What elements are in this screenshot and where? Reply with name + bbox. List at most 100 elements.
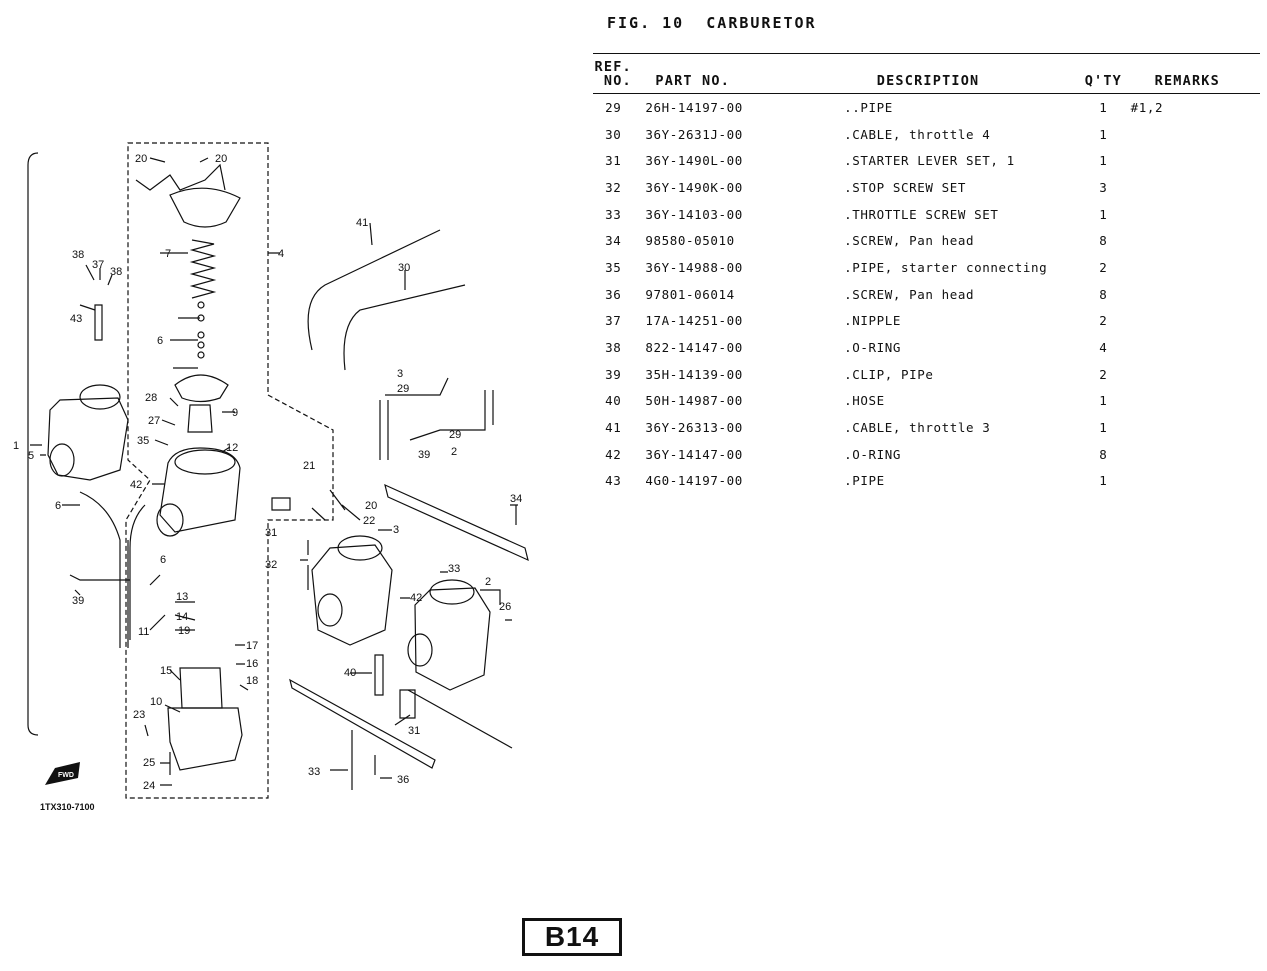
cell-ref-no: 42 xyxy=(605,446,622,462)
hose-29-left xyxy=(379,377,449,460)
cell-qty: 1 xyxy=(1099,99,1108,115)
rod xyxy=(407,689,513,749)
callout-14: 14 xyxy=(176,611,188,623)
pipe-43 xyxy=(94,304,103,341)
callout-5: 5 xyxy=(28,450,34,462)
hose-40 xyxy=(374,654,384,696)
callout-6c: 6 xyxy=(157,335,163,347)
col-ref-line2: NO. xyxy=(603,73,632,89)
cell-part-no: 17A-14251-00 xyxy=(645,313,743,329)
carb-body-left xyxy=(47,397,129,481)
col-ref-no: REF. NO. xyxy=(593,53,634,94)
callout-6a: 6 xyxy=(55,500,61,512)
callout-33a: 33 xyxy=(448,563,460,575)
callout-20a: 20 xyxy=(135,153,147,165)
group-box xyxy=(125,142,334,799)
cell-remarks xyxy=(1123,121,1260,148)
cell-description: .CABLE, throttle 4 xyxy=(844,126,991,142)
cell-qty: 2 xyxy=(1099,259,1108,275)
col-qty: Q'TY xyxy=(1084,53,1123,94)
cell-ref-no: 37 xyxy=(605,313,622,329)
cell-description: .PIPE xyxy=(844,473,885,489)
cell-remarks xyxy=(1123,281,1260,308)
callout-18: 18 xyxy=(246,675,258,687)
bracket-lower xyxy=(289,678,436,769)
col-remarks: REMARKS xyxy=(1122,53,1260,94)
callout-38b: 38 xyxy=(110,266,122,278)
hose-6 xyxy=(79,491,129,648)
cell-qty: 1 xyxy=(1099,126,1108,142)
cell-description: .O-RING xyxy=(844,340,901,356)
cell-description: .SCREW, Pan head xyxy=(844,233,975,249)
callout-21: 21 xyxy=(303,460,315,472)
cell-qty: 1 xyxy=(1099,206,1108,222)
bracket-upper xyxy=(384,483,529,562)
cell-description: .STARTER LEVER SET, 1 xyxy=(844,153,1015,169)
cell-description: .NIPPLE xyxy=(844,313,901,329)
cell-part-no: 4G0-14197-00 xyxy=(645,473,743,489)
callout-4: 4 xyxy=(278,248,284,260)
hose-29-right xyxy=(409,390,494,441)
fwd-arrow-icon: FWD xyxy=(45,762,80,785)
col-part-no: PART NO. xyxy=(633,53,773,94)
cell-description: .SCREW, Pan head xyxy=(844,286,975,302)
cell-part-no: 822-14147-00 xyxy=(645,340,743,356)
cell-ref-no: 41 xyxy=(605,420,622,436)
cell-qty: 8 xyxy=(1099,286,1108,302)
float-bowl xyxy=(167,707,243,771)
cell-ref-no: 40 xyxy=(605,393,622,409)
callout-37: 37 xyxy=(92,259,104,271)
cell-description: .O-RING xyxy=(844,446,901,462)
callout-39a: 39 xyxy=(72,595,84,607)
cell-description: .CABLE, throttle 3 xyxy=(844,420,991,436)
cell-part-no: 36Y-1490L-00 xyxy=(645,153,743,169)
cell-remarks xyxy=(1123,227,1260,254)
callout-25: 25 xyxy=(143,757,155,769)
callout-28: 28 xyxy=(145,392,157,404)
callout-19: 19 xyxy=(178,625,190,637)
callout-17: 17 xyxy=(246,640,258,652)
cell-remarks xyxy=(1123,201,1260,228)
cell-remarks xyxy=(1123,254,1260,281)
callout-16: 16 xyxy=(246,658,258,670)
cable-41 xyxy=(307,229,441,351)
cell-qty: 1 xyxy=(1099,473,1108,489)
callout-3a: 3 xyxy=(397,368,403,380)
callout-42a: 42 xyxy=(130,479,142,491)
cell-ref-no: 43 xyxy=(605,473,622,489)
fwd-label: FWD xyxy=(58,772,74,779)
cell-description: .STOP SCREW SET xyxy=(844,179,966,195)
cell-ref-no: 36 xyxy=(605,286,622,302)
spring-shape xyxy=(189,239,217,299)
figure-name: CARBURETOR xyxy=(706,14,817,32)
callout-40: 40 xyxy=(344,667,356,679)
cell-description: .CLIP, PIPe xyxy=(844,366,934,382)
callout-2a: 2 xyxy=(451,446,457,458)
callout-12: 12 xyxy=(226,442,238,454)
cell-qty: 8 xyxy=(1099,233,1108,249)
cell-part-no: 26H-14197-00 xyxy=(645,99,743,115)
cell-qty: 4 xyxy=(1099,340,1108,356)
top-cap-shape xyxy=(169,187,241,228)
page-number-badge: B14 xyxy=(522,918,622,956)
callout-24: 24 xyxy=(143,780,155,792)
cell-part-no: 98580-05010 xyxy=(645,233,735,249)
cell-part-no: 36Y-2631J-00 xyxy=(645,126,743,142)
cell-qty: 8 xyxy=(1099,446,1108,462)
cell-remarks xyxy=(1123,174,1260,201)
carb-body-center xyxy=(311,544,393,646)
diagram-code: 1TX310-7100 xyxy=(40,802,95,812)
cell-remarks xyxy=(1123,334,1260,361)
vacuum-bracket xyxy=(135,163,226,191)
cell-part-no: 36Y-1490K-00 xyxy=(645,179,743,195)
starter-lever xyxy=(271,497,416,719)
callout-27: 27 xyxy=(148,415,160,427)
